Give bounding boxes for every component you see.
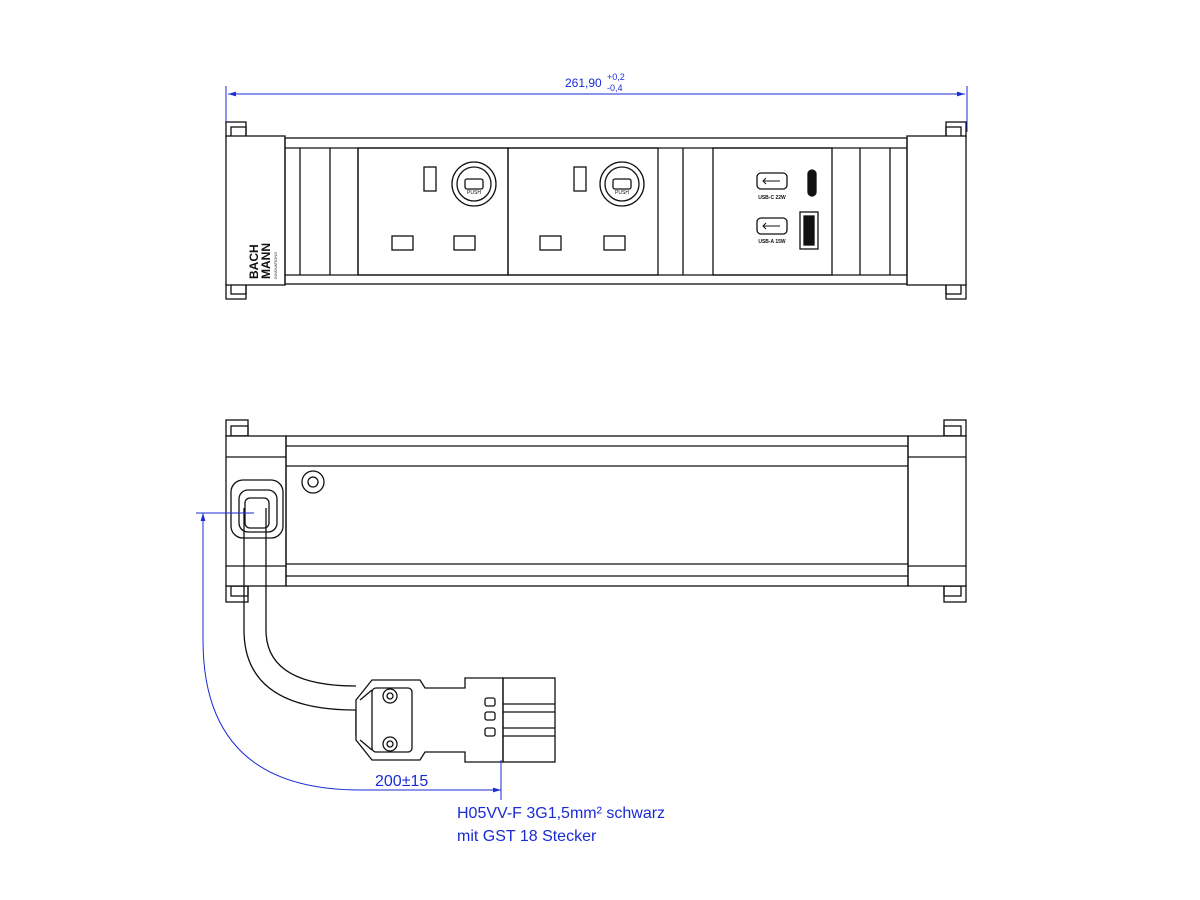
mounting-clip <box>225 419 967 603</box>
usb-icon <box>756 172 788 190</box>
housing-body <box>284 137 908 285</box>
right-end-cap <box>906 135 967 286</box>
earth-pin-slot <box>423 166 437 192</box>
brand-line-1: BACH <box>247 244 261 279</box>
live-pin-slot <box>391 235 414 251</box>
usb-c-port <box>807 169 817 197</box>
usb-icon <box>756 217 788 235</box>
socket-module-2 <box>507 147 659 276</box>
housing-body <box>285 435 909 587</box>
reset-button[interactable]: PUSH <box>451 161 497 207</box>
uk-socket-2: PUSH <box>539 161 645 251</box>
usb-module <box>712 147 833 276</box>
left-end-cap <box>225 135 286 286</box>
left-end-cap <box>225 435 287 587</box>
reset-button-label: PUSH <box>467 190 481 196</box>
screw-icon <box>301 470 325 494</box>
right-end-cap <box>907 435 967 587</box>
neutral-pin-slot <box>453 235 476 251</box>
reset-button-label: PUSH <box>615 190 629 196</box>
cable-length-dimension: 200±15 <box>196 512 502 800</box>
overall-width-dimension: 261,90 +0,2 -0,4 <box>225 72 968 132</box>
gst18-plug <box>355 677 556 763</box>
overall-width-tol-lower: -0,4 <box>607 83 623 93</box>
usb-a-label: USB-A 15W <box>758 239 786 245</box>
brand-logo: BACH MANN INNOVATIONS <box>247 243 278 279</box>
side-view <box>225 419 967 763</box>
earth-pin-slot <box>573 166 587 192</box>
brand-line-2: MANN <box>259 243 273 279</box>
usb-c-port-group: USB-C 22W <box>756 169 817 201</box>
brand-tagline: INNOVATIONS <box>273 252 278 279</box>
front-view: PUSH PUSH USB-C 22W USB-A 15W <box>225 121 967 300</box>
live-pin-slot <box>539 235 562 251</box>
cable-length-value: 200±15 <box>375 773 428 790</box>
overall-width-value: 261,90 <box>565 76 602 90</box>
reset-button[interactable]: PUSH <box>599 161 645 207</box>
neutral-pin-slot <box>603 235 626 251</box>
usb-a-port-group: USB-A 15W <box>756 211 819 250</box>
cable-spec-line-1: H05VV-F 3G1,5mm² schwarz <box>457 805 665 822</box>
cable-spec-note: H05VV-F 3G1,5mm² schwarz mit GST 18 Stec… <box>457 805 665 845</box>
overall-width-tol-upper: +0,2 <box>607 72 625 82</box>
uk-socket-1: PUSH <box>391 161 497 251</box>
usb-a-port <box>799 211 819 250</box>
usb-c-label: USB-C 22W <box>758 195 786 201</box>
cable-spec-line-2: mit GST 18 Stecker <box>457 828 597 845</box>
